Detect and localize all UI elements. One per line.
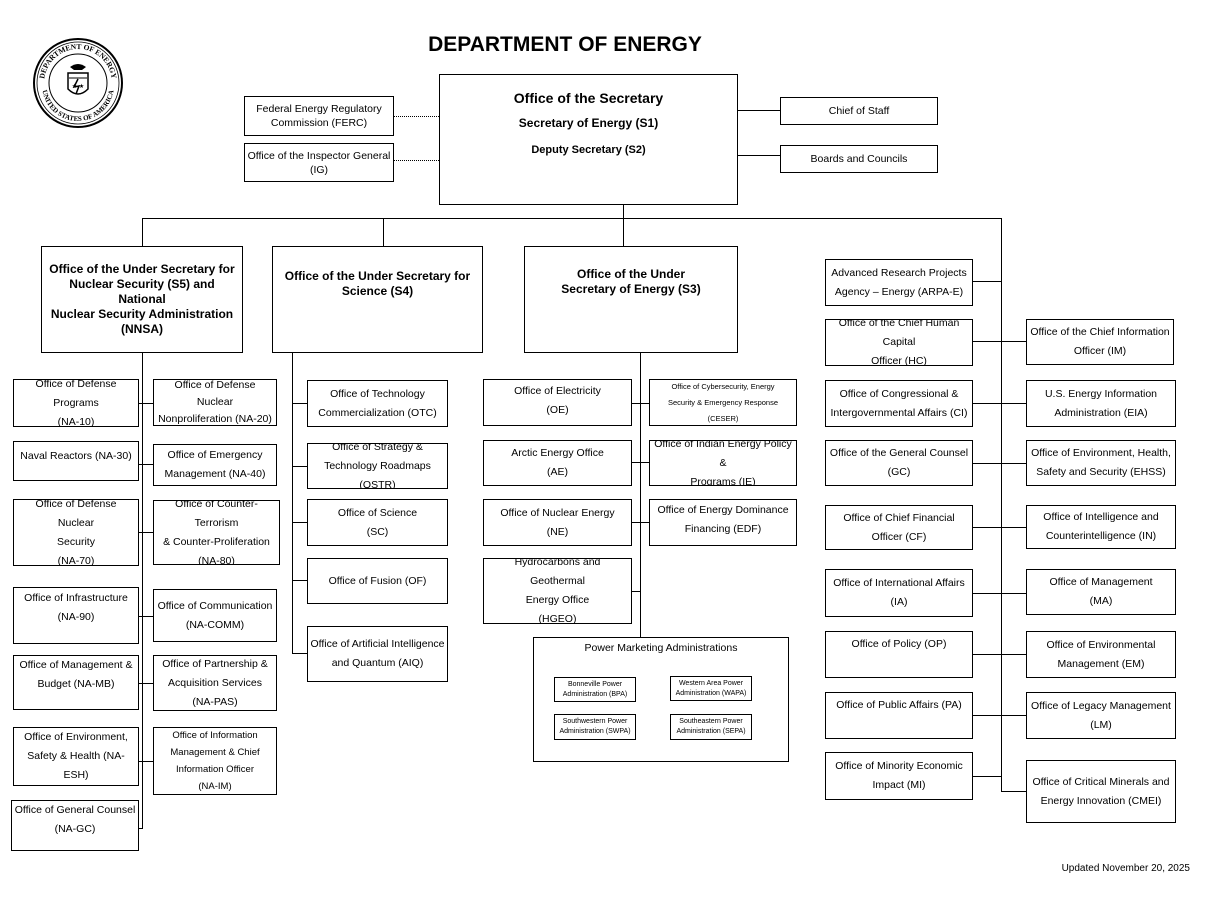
nnsa-office-na-10: Office of Defense Programs(NA-10) (13, 379, 139, 427)
office-of-the-secretary: Office of the Secretary Secretary of Ene… (439, 74, 738, 205)
chief-of-staff-box: Chief of Staff (780, 97, 938, 125)
s3-office-ae: Arctic Energy Office(AE) (483, 440, 632, 486)
nnsa-office-na-pas: Office of Partnership &Acquisition Servi… (153, 655, 277, 711)
inspector-general-box: Office of the Inspector General(IG) (244, 143, 394, 182)
science-office-ostr: Office of Strategy &Technology Roadmaps … (307, 443, 448, 489)
nnsa-office-na-30: Naval Reactors (NA-30) (13, 441, 139, 481)
staff-office-op: Office of Policy (OP) (825, 631, 973, 678)
staff-office-ma: Office of Management(MA) (1026, 569, 1176, 615)
staff-office-ci: Office of Congressional &Intergovernment… (825, 380, 973, 427)
science-office-sc: Office of Science(SC) (307, 499, 448, 546)
doe-seal-logo: DEPARTMENT OF ENERGY UNITED STATES OF AM… (33, 38, 123, 128)
secretary-title: Office of the Secretary (513, 90, 664, 106)
updated-date: Updated November 20, 2025 (1061, 863, 1190, 874)
pma-title: Power Marketing Administrations (584, 642, 738, 654)
nnsa-office-na-90: Office of Infrastructure(NA-90) (13, 587, 139, 644)
secretary-line2: Deputy Secretary (S2) (531, 144, 646, 156)
staff-office-ia: Office of International Affairs(IA) (825, 569, 973, 617)
staff-office-gc: Office of the General Counsel(GC) (825, 440, 973, 486)
staff-office-lm: Office of Legacy Management(LM) (1026, 692, 1176, 739)
staff-office-ehss: Office of Environment, Health,Safety and… (1026, 440, 1176, 486)
s3-office-ne: Office of Nuclear Energy(NE) (483, 499, 632, 546)
nnsa-office-na-esh: Office of Environment,Safety & Health (N… (13, 727, 139, 786)
s3-office-oe: Office of Electricity(OE) (483, 379, 632, 426)
page-title: DEPARTMENT OF ENERGY (428, 33, 702, 56)
s3-office-ie: Office of Indian Energy Policy &Programs… (649, 440, 797, 486)
nnsa-office-na-80: Office of Counter-Terrorism& Counter-Pro… (153, 500, 280, 565)
science-office-of: Office of Fusion (OF) (307, 558, 448, 604)
secretary-line1: Secretary of Energy (S1) (518, 116, 659, 130)
svg-text:DEPARTMENT OF ENERGY: DEPARTMENT OF ENERGY (37, 42, 119, 80)
nnsa-office-na-mb: Office of Management &Budget (NA-MB) (13, 655, 139, 710)
staff-office-pa: Office of Public Affairs (PA) (825, 692, 973, 739)
nnsa-office-na-gc: Office of General Counsel(NA-GC) (11, 800, 139, 851)
nnsa-office-na-comm: Office of Communication(NA-COMM) (153, 589, 277, 642)
boards-and-councils-box: Boards and Councils (780, 145, 938, 173)
